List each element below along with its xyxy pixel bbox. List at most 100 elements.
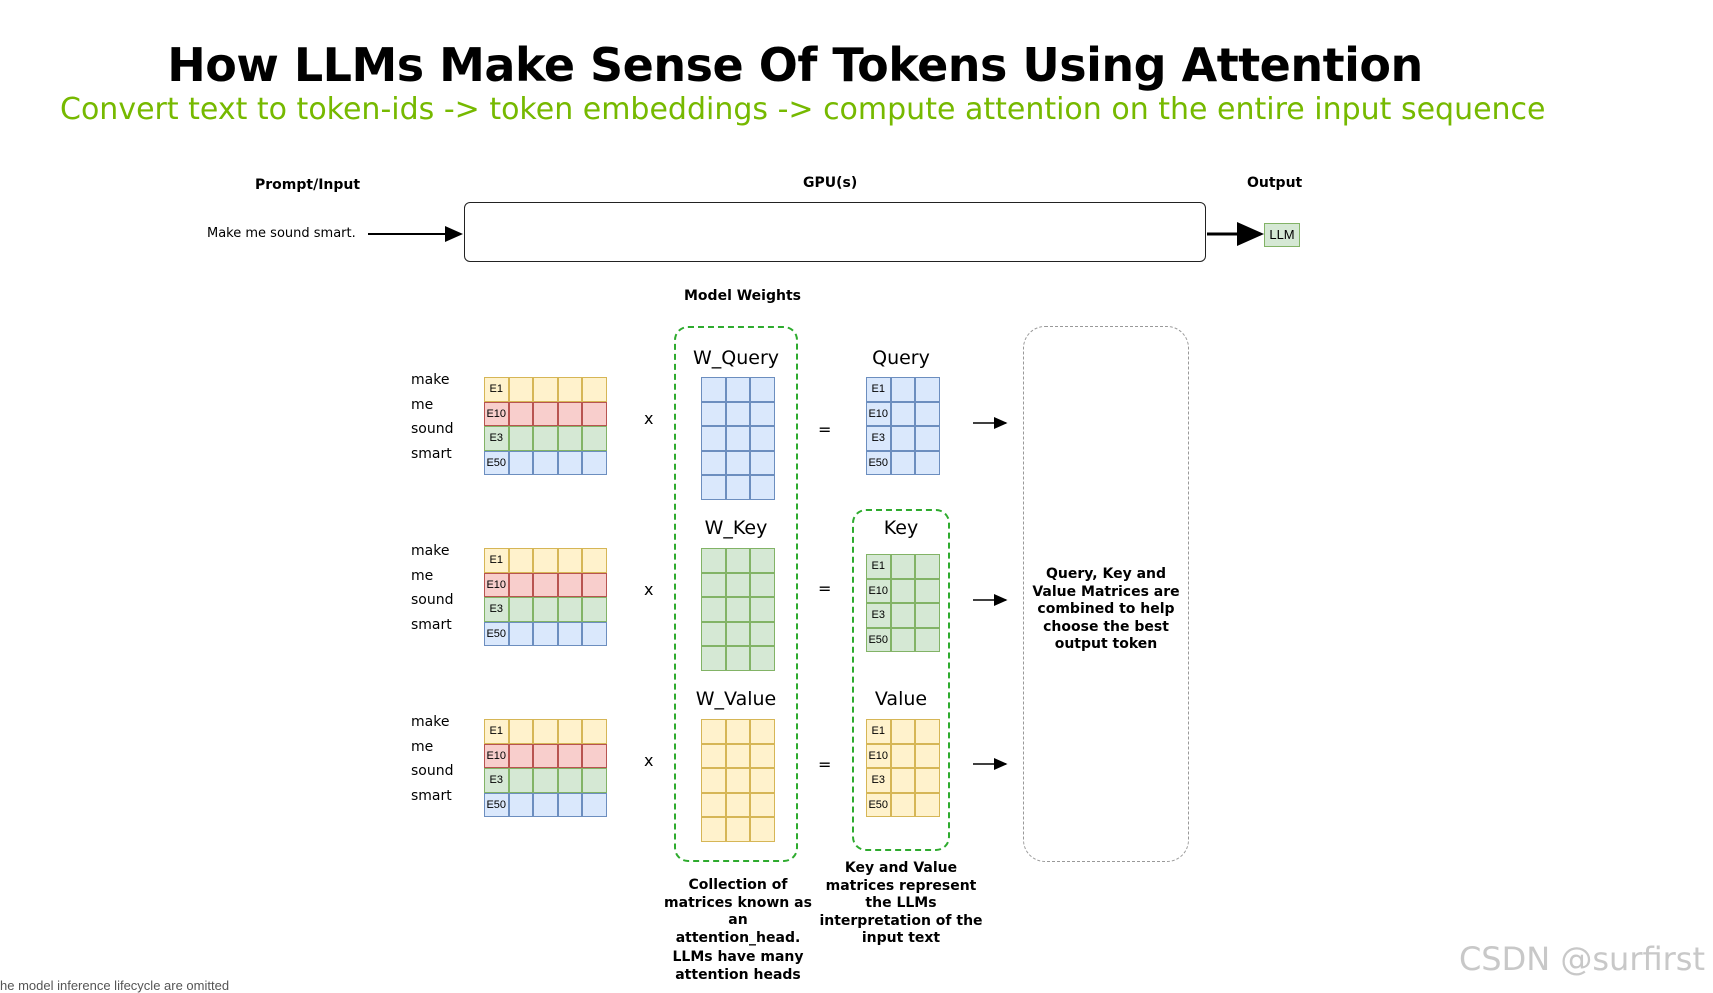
matrix-cell — [557, 768, 582, 793]
matrix-cell — [725, 597, 750, 622]
matrix-cell — [725, 548, 750, 573]
matrix-cell — [557, 743, 582, 768]
footer-text: he model inference lifecycle are omitted — [0, 978, 230, 993]
matrix-cell — [582, 572, 607, 597]
matrix-cell — [701, 572, 726, 597]
matrix-cell — [915, 768, 940, 793]
matrix-cell — [915, 578, 940, 603]
matrix-cell — [890, 719, 915, 744]
matrix-cell — [533, 719, 558, 744]
prompt-text: Make me sound smart. — [207, 226, 356, 241]
embedding-id: E10 — [484, 572, 509, 597]
matrix-cell — [582, 621, 607, 646]
matrix-cell — [915, 603, 940, 628]
matrix-cell — [890, 743, 915, 768]
w-query-label: W_Query — [692, 347, 780, 369]
query-label: Query — [872, 347, 930, 369]
matrix-cell — [533, 597, 558, 622]
token-label: smart — [411, 445, 452, 462]
embedding-id: E50 — [484, 450, 509, 475]
token-label: sound — [411, 763, 454, 779]
matrix-cell — [890, 426, 915, 451]
token-label: sound — [411, 421, 454, 437]
matrix-cell — [557, 377, 582, 402]
kv-note: Key and Value matrices represent the LLM… — [819, 860, 983, 946]
matrix-cell — [701, 817, 726, 842]
matrix-cell — [725, 646, 750, 671]
matrix-cell — [557, 548, 582, 573]
matrix-cell — [915, 792, 940, 817]
matrix-cell — [725, 817, 750, 842]
token-label: make — [411, 714, 450, 730]
matrix-cell — [890, 603, 915, 628]
matrix-cell — [533, 426, 558, 451]
matrix-cell — [890, 768, 915, 793]
matrix-cell — [750, 548, 775, 573]
matrix-cell — [508, 401, 533, 426]
matrix-cell — [701, 401, 726, 426]
matrix-cell — [508, 743, 533, 768]
matrix-cell — [915, 450, 940, 475]
matrix-cell — [725, 377, 750, 402]
embedding-id: E1 — [484, 377, 509, 402]
matrix-cell — [750, 401, 775, 426]
embedding-id: E10 — [866, 743, 891, 768]
matrix-cell — [557, 621, 582, 646]
embedding-id: E3 — [866, 426, 891, 451]
matrix-cell — [915, 377, 940, 402]
matrix-cell — [750, 646, 775, 671]
matrix-cell — [533, 572, 558, 597]
embedding-id: E50 — [866, 792, 891, 817]
matrix-cell — [725, 426, 750, 451]
equals-sign: = — [818, 579, 832, 598]
key-label: Key — [883, 517, 919, 539]
matrix-cell — [725, 450, 750, 475]
matrix-cell — [582, 401, 607, 426]
matrix-cell — [508, 792, 533, 817]
matrix-cell — [533, 792, 558, 817]
matrix-cell — [750, 792, 775, 817]
embedding-id: E10 — [866, 578, 891, 603]
matrix-cell — [508, 621, 533, 646]
equals-sign: = — [818, 420, 832, 439]
embedding-id: E3 — [484, 597, 509, 622]
matrix-cell — [915, 554, 940, 579]
w-value-label: W_Value — [695, 688, 777, 710]
matrix-cell — [557, 401, 582, 426]
embedding-id: E10 — [866, 401, 891, 426]
embedding-id: E10 — [484, 743, 509, 768]
matrix-cell — [533, 621, 558, 646]
matrix-cell — [915, 401, 940, 426]
matrix-cell — [890, 627, 915, 652]
matrix-cell — [508, 719, 533, 744]
matrix-cell — [750, 426, 775, 451]
gpu-header: GPU(s) — [803, 175, 858, 191]
w-key-label: W_Key — [704, 517, 768, 539]
matrix-cell — [750, 450, 775, 475]
value-label: Value — [874, 688, 928, 710]
matrix-cell — [725, 401, 750, 426]
embedding-id: E3 — [484, 768, 509, 793]
matrix-cell — [750, 817, 775, 842]
matrix-cell — [725, 475, 750, 500]
embedding-id: E50 — [484, 792, 509, 817]
attention-head-box — [674, 326, 798, 862]
matrix-cell — [701, 743, 726, 768]
matrix-cell — [701, 792, 726, 817]
matrix-cell — [582, 426, 607, 451]
combine-box — [1023, 326, 1189, 862]
matrix-cell — [508, 426, 533, 451]
embedding-id: E1 — [866, 554, 891, 579]
output-header: Output — [1247, 175, 1303, 191]
matrix-cell — [725, 572, 750, 597]
matrix-cell — [508, 572, 533, 597]
matrix-cell — [701, 768, 726, 793]
matrix-cell — [890, 578, 915, 603]
embedding-id: E1 — [484, 719, 509, 744]
multiply-sign: x — [644, 751, 654, 770]
token-label: smart — [411, 787, 452, 804]
